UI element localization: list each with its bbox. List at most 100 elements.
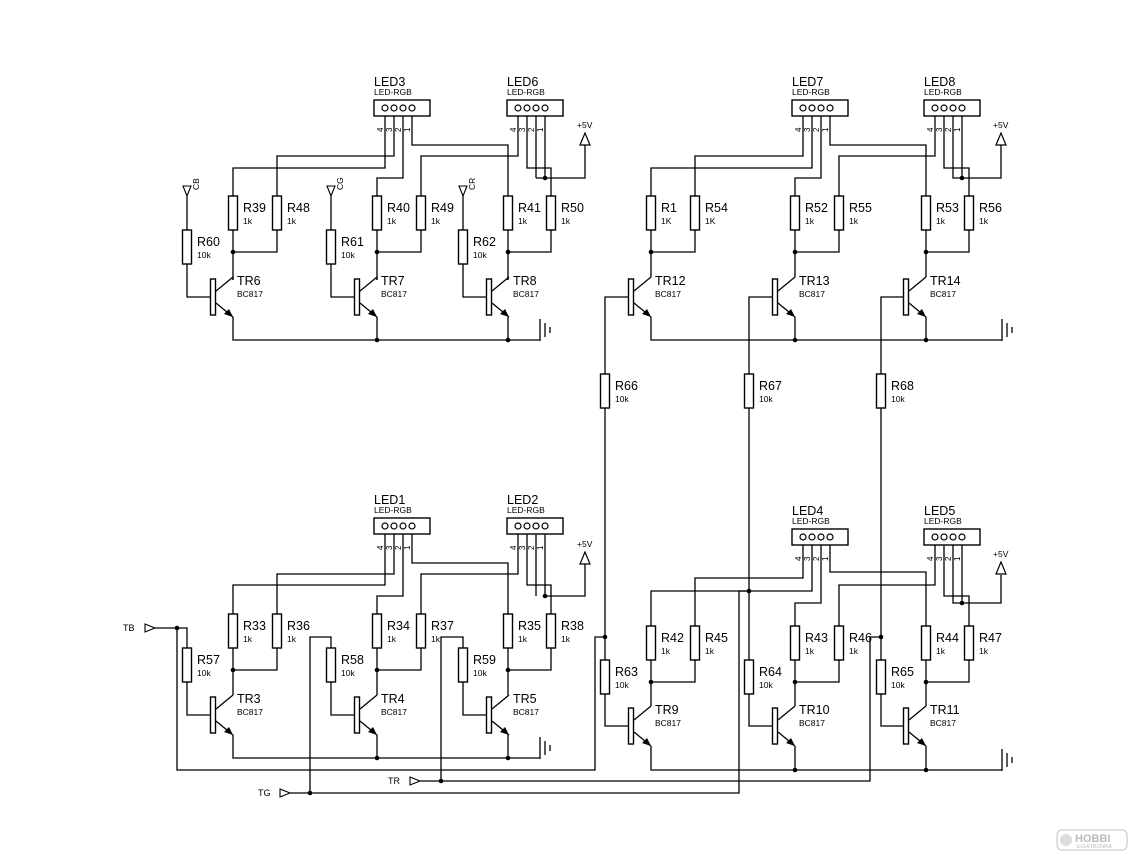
junction-dot xyxy=(542,175,548,181)
resistor-body xyxy=(415,195,427,231)
led-pin-circle xyxy=(408,104,416,112)
terminal-triangle xyxy=(279,788,292,798)
led-pin-number: 3 xyxy=(385,545,394,550)
led-ref: LED5 xyxy=(924,504,955,518)
resistor-value: 10k xyxy=(891,680,905,690)
resistor-ref: R33 xyxy=(243,619,266,633)
transistor-value: BC817 xyxy=(655,289,681,299)
wire xyxy=(376,648,422,671)
resistor-value: 1k xyxy=(431,634,441,644)
led-pin-number: 1 xyxy=(821,556,830,561)
wire xyxy=(604,296,629,374)
junction-dot xyxy=(542,593,548,599)
led-pin-circle xyxy=(826,104,834,112)
input-triangle xyxy=(182,185,192,198)
transistor-base-bar xyxy=(485,696,493,734)
resistor-body xyxy=(502,613,514,649)
resistor-value: 1k xyxy=(661,646,671,656)
wire xyxy=(186,682,211,716)
wire xyxy=(604,694,629,727)
terminal-label: TB xyxy=(123,623,135,633)
resistor-value: 10k xyxy=(473,250,487,260)
transistor-collector-lead xyxy=(633,705,652,721)
led-value: LED-RGB xyxy=(792,87,830,97)
transistor-collector-lead xyxy=(215,694,234,710)
vcc-triangle xyxy=(995,560,1007,575)
transistor-value: BC817 xyxy=(930,289,956,299)
resistor-ref: R37 xyxy=(431,619,454,633)
resistor-ref: R59 xyxy=(473,653,496,667)
transistor-ref: TR3 xyxy=(237,692,261,706)
wire xyxy=(276,136,395,196)
resistor-ref: R46 xyxy=(849,631,872,645)
resistor-body xyxy=(875,659,887,695)
wire xyxy=(880,296,904,374)
wire xyxy=(526,136,552,196)
led-pin-circle xyxy=(817,104,825,112)
resistor-ref: R56 xyxy=(979,201,1002,215)
transistor-base-bar xyxy=(209,696,217,734)
junction-dot xyxy=(923,767,929,773)
wire xyxy=(650,317,1002,341)
emitter-arrow xyxy=(917,309,926,317)
resistor-ref: R1 xyxy=(661,201,677,215)
input-arrow: CG xyxy=(326,177,345,198)
wire xyxy=(276,554,395,614)
resistor-ref: R67 xyxy=(759,379,782,393)
transistor-value: BC817 xyxy=(930,718,956,728)
resistor-value: 10k xyxy=(759,680,773,690)
resistor-value: 1k xyxy=(705,646,715,656)
wire xyxy=(462,682,487,716)
input-label: CB xyxy=(191,178,201,190)
led-pin-number: 3 xyxy=(935,556,944,561)
junction-dot xyxy=(505,755,511,761)
resistor-ref: R54 xyxy=(705,201,728,215)
junction-dot xyxy=(307,790,313,796)
transistor-base-bar xyxy=(353,696,361,734)
resistor-value: 1k xyxy=(243,634,253,644)
resistor-value: 1k xyxy=(518,216,528,226)
led-pin-circle xyxy=(940,104,948,112)
resistor-ref: R64 xyxy=(759,665,782,679)
wire xyxy=(376,230,422,253)
resistor-body xyxy=(227,613,239,649)
led-pin-number: 1 xyxy=(953,556,962,561)
junction-dot xyxy=(505,337,511,343)
resistor-body xyxy=(689,195,701,231)
resistor-body xyxy=(599,373,611,409)
resistor-body xyxy=(502,195,514,231)
emitter-arrow xyxy=(786,738,795,746)
led-pin-circle xyxy=(381,104,389,112)
resistor-ref: R66 xyxy=(615,379,638,393)
terminal-label: TR xyxy=(388,776,400,786)
resistor-ref: R36 xyxy=(287,619,310,633)
wire xyxy=(232,648,278,671)
vcc-triangle xyxy=(579,131,591,146)
resistor-value: 1k xyxy=(287,634,297,644)
led-ref: LED3 xyxy=(374,75,405,89)
led-pin-circle xyxy=(799,533,807,541)
emitter-arrow xyxy=(224,309,233,317)
wire xyxy=(794,136,822,196)
resistor-ref: R61 xyxy=(341,235,364,249)
led-pin-circle xyxy=(817,533,825,541)
wire xyxy=(650,565,813,626)
transistor-base-bar xyxy=(902,278,910,316)
transistor-base-bar xyxy=(485,278,493,316)
led-ref: LED6 xyxy=(507,75,538,89)
emitter-arrow xyxy=(500,309,509,317)
led-pin-circle xyxy=(399,522,407,530)
led-pin-circle xyxy=(532,522,540,530)
logo-circle xyxy=(1060,834,1072,846)
